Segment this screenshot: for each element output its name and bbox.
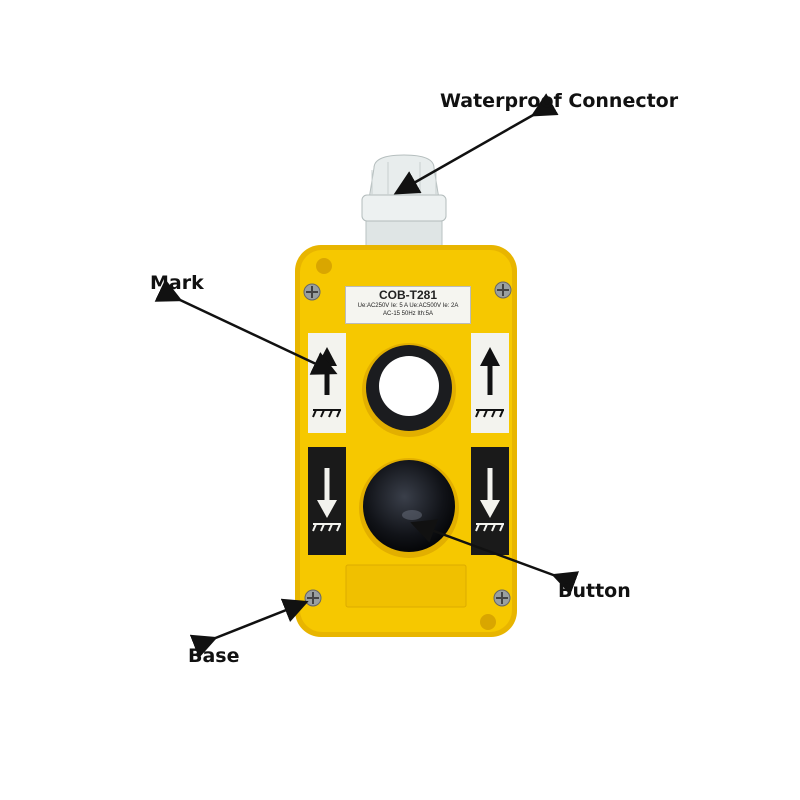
mark-right-down xyxy=(471,447,509,555)
mark-left-down xyxy=(308,447,346,555)
spec-line-1: Ue:AC250V Ie: 5 A Ue:AC500V Ie: 2A xyxy=(357,303,459,309)
button-up[interactable] xyxy=(362,343,456,437)
callout-arrows xyxy=(154,93,580,658)
down-arrow-icon xyxy=(480,468,500,518)
model-nameplate: COB-T281 Ue:AC250V Ie: 5 A Ue:AC500V Ie:… xyxy=(345,286,471,324)
button-pointer xyxy=(410,519,580,595)
screw-icon xyxy=(494,281,512,299)
label-mark: Mark xyxy=(150,272,204,294)
down-arrow-icon xyxy=(317,468,337,518)
waterproof-connector xyxy=(361,154,447,256)
screw-icon xyxy=(304,589,322,607)
screw-icon xyxy=(493,589,511,607)
label-button: Button xyxy=(558,580,631,602)
screw-icon xyxy=(303,283,321,301)
spec-line-2: AC-15 50Hz Ith:5A xyxy=(382,311,434,317)
up-arrow-icon xyxy=(480,347,500,395)
button-down[interactable] xyxy=(359,458,459,558)
label-waterproof-connector: Waterproof Connector xyxy=(440,90,679,112)
connector-pointer xyxy=(393,93,559,195)
label-base: Base xyxy=(188,645,240,667)
mark-left-up xyxy=(308,333,346,433)
base-pointer xyxy=(189,598,309,658)
mark-pointer xyxy=(154,279,338,375)
mark-right-up xyxy=(471,333,509,433)
model-number: COB-T281 xyxy=(378,288,437,302)
